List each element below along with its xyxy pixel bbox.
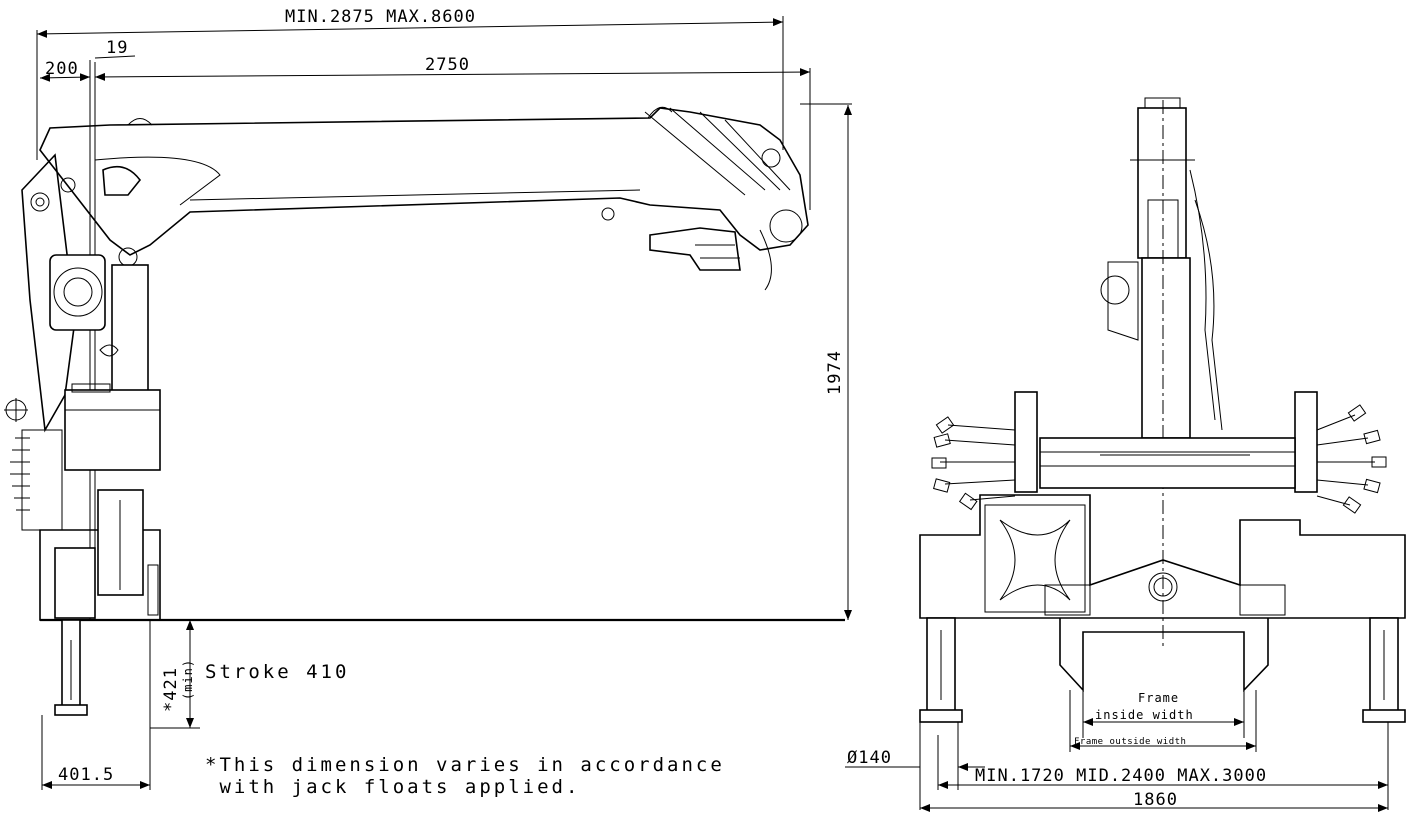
front-view: [845, 97, 1406, 812]
note-line-1: *This dimension varies in accordance: [205, 754, 725, 776]
stroke-label: Stroke 410: [205, 661, 349, 683]
side-view: [4, 16, 852, 790]
base-401-label: 401.5: [58, 765, 114, 785]
jack-min-label: *421: [161, 667, 181, 712]
jack-min-unit-label: (min): [181, 659, 195, 700]
frame-outside-width-label: Frame outside width: [1074, 737, 1186, 747]
frame-inside-width-label: inside width: [1095, 708, 1194, 722]
boom-2750-label: 2750: [425, 55, 470, 75]
overall-reach-label: MIN.2875 MAX.8600: [285, 7, 476, 27]
offset-200-label: 200: [45, 59, 79, 79]
offset-19-label: 19: [106, 38, 128, 58]
height-1974-label: 1974: [825, 350, 845, 395]
base-width-label: 1860: [1133, 790, 1178, 810]
outrigger-span-label: MIN.1720 MID.2400 MAX.3000: [975, 766, 1267, 786]
frame-label: Frame: [1138, 691, 1179, 705]
note-line-2: with jack floats applied.: [205, 776, 580, 798]
float-diameter-label: Ø140: [847, 748, 892, 768]
